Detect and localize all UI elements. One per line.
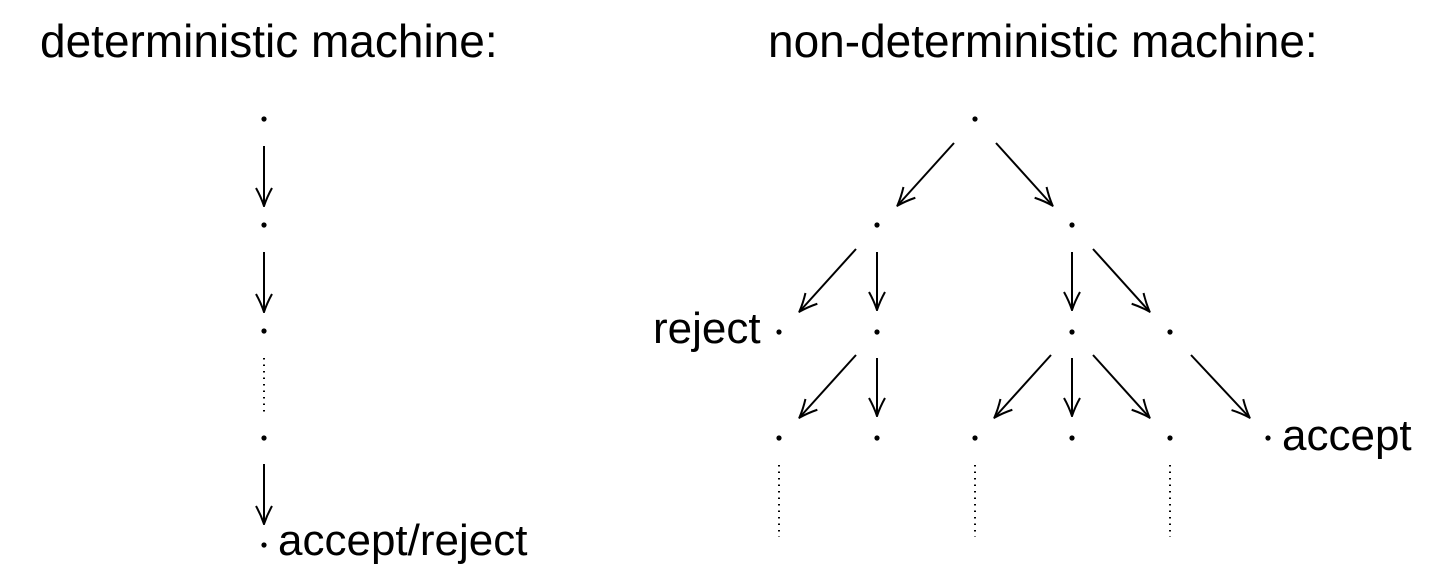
det-node-2 <box>261 222 267 228</box>
nd-node-l3 <box>874 435 880 441</box>
nd-node-l3 <box>1167 435 1173 441</box>
nd-node-reject <box>776 329 782 335</box>
det-node-3 <box>261 328 267 334</box>
nd-node-l2 <box>1167 329 1173 335</box>
nd-node-l1 <box>1069 222 1075 228</box>
nd-edge <box>995 354 1052 417</box>
det-node-1 <box>261 116 267 122</box>
nd-node-l1 <box>874 222 880 228</box>
nd-root <box>972 116 978 122</box>
reject-label: reject <box>653 304 761 353</box>
nd-edge <box>898 142 955 205</box>
deterministic-chain <box>261 116 267 548</box>
nd-node-l3 <box>1069 435 1075 441</box>
det-node-end <box>261 542 267 548</box>
det-node-4 <box>261 435 267 441</box>
nd-node-accept <box>1265 435 1271 441</box>
nd-node-l3 <box>776 435 782 441</box>
accept-label: accept <box>1282 411 1412 460</box>
nd-edge <box>995 142 1052 205</box>
nd-node-l2 <box>874 329 880 335</box>
det-end-label: accept/reject <box>278 516 528 565</box>
nondeterministic-title: non-deterministic machine: <box>768 15 1318 67</box>
nd-node-l3 <box>972 435 978 441</box>
nd-edge <box>1190 354 1249 417</box>
nondeterministic-tree <box>776 116 1271 537</box>
nd-edge <box>800 248 857 311</box>
nd-edge <box>1092 248 1149 311</box>
nd-edge <box>800 354 857 417</box>
nd-node-l2 <box>1069 329 1075 335</box>
deterministic-title: deterministic machine: <box>40 15 498 67</box>
nd-edge <box>1092 354 1149 417</box>
